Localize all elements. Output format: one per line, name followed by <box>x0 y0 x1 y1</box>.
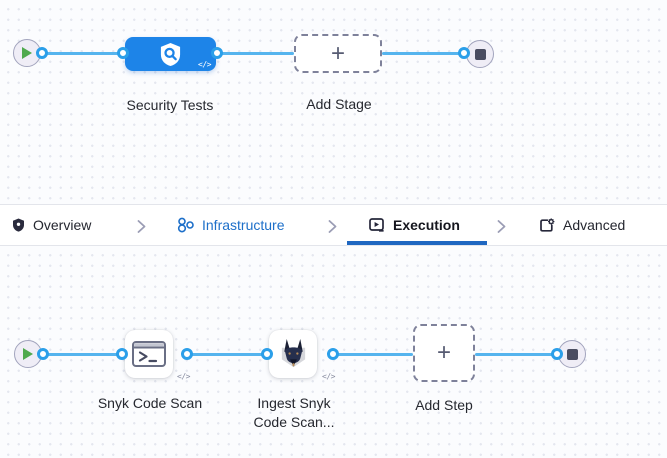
tab-overview[interactable]: Overview <box>12 205 91 245</box>
tab-advanced[interactable]: Advanced <box>539 205 625 245</box>
add-step-label: Add Step <box>415 397 473 413</box>
stop-icon <box>566 348 578 360</box>
connector-port[interactable] <box>116 348 128 360</box>
code-badge-icon: </> <box>198 60 211 69</box>
connector-port[interactable] <box>551 348 563 360</box>
tab-execution[interactable]: Execution <box>369 205 460 245</box>
add-step-button[interactable]: + <box>413 324 475 382</box>
connector-port[interactable] <box>117 47 129 59</box>
plus-icon: + <box>436 339 451 366</box>
snyk-dog-icon <box>278 338 309 371</box>
plus-icon: + <box>330 39 345 67</box>
stage-config-tab-bar: Overview Infrastructure <box>0 204 667 246</box>
step-node-ingest-snyk[interactable] <box>269 330 317 378</box>
connector-edge <box>187 353 267 356</box>
stage-name-label: Security Tests <box>126 97 214 113</box>
add-stage-button[interactable]: + <box>294 34 382 73</box>
shield-icon <box>12 218 25 232</box>
step-name-label: Snyk Code Scan <box>97 395 203 411</box>
active-tab-indicator <box>347 241 487 245</box>
pipeline-end-button[interactable] <box>466 40 494 68</box>
play-icon <box>23 348 33 360</box>
tab-label: Execution <box>393 217 460 233</box>
connector-port[interactable] <box>181 348 193 360</box>
tab-label: Overview <box>33 217 92 233</box>
connector-edge <box>43 353 122 356</box>
connector-edge <box>217 52 294 55</box>
step-name-label: Ingest Snyk Code Scan... <box>253 395 335 430</box>
advanced-settings-icon <box>539 217 555 233</box>
connector-port[interactable] <box>211 47 223 59</box>
tab-label: Advanced <box>563 217 626 233</box>
connector-port[interactable] <box>261 348 273 360</box>
step-node-snyk-code-scan[interactable] <box>125 330 173 378</box>
chevron-right-icon <box>328 220 337 233</box>
tab-infrastructure[interactable]: Infrastructure <box>177 205 284 245</box>
connector-edge <box>475 353 557 356</box>
terminal-icon <box>131 339 167 369</box>
connector-edge <box>42 52 123 55</box>
connector-edge <box>382 52 464 55</box>
chevron-right-icon <box>497 220 506 233</box>
chevron-right-icon <box>137 220 146 233</box>
connector-port[interactable] <box>327 348 339 360</box>
add-stage-label: Add Stage <box>306 96 372 112</box>
stop-icon <box>474 48 486 60</box>
code-badge-icon: </> <box>322 372 335 381</box>
connector-edge <box>333 353 413 356</box>
stage-node-security-tests[interactable]: </> <box>125 37 216 71</box>
connector-port[interactable] <box>36 47 48 59</box>
connector-port[interactable] <box>458 47 470 59</box>
play-icon <box>22 47 32 59</box>
code-badge-icon: </> <box>177 372 190 381</box>
connector-port[interactable] <box>37 348 49 360</box>
execution-step-canvas[interactable]: </> </> + <box>0 246 667 458</box>
stage-graph-canvas[interactable]: </> + Security Tests Add Stage <box>0 0 667 204</box>
execution-play-icon <box>369 218 385 232</box>
tab-label: Infrastructure <box>202 217 285 233</box>
infrastructure-icon <box>177 217 194 233</box>
security-shield-icon <box>159 42 182 67</box>
